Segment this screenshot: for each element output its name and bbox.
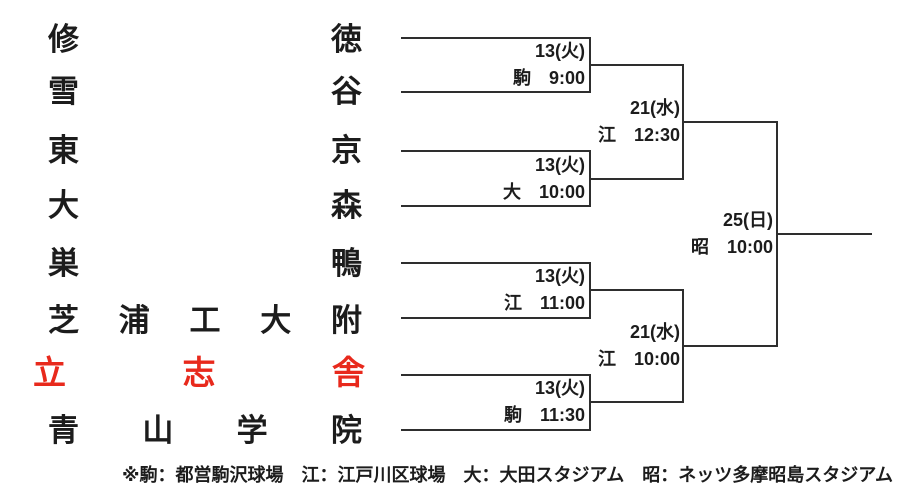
team-char: 京 [331,133,362,168]
team-name-6: 芝浦工大附 [48,303,362,339]
match-label-r1-1: 13(火) 駒 9:00 [405,38,585,92]
match-venue-time: 昭 10:00 [690,237,773,257]
match-date: 13(火) [534,155,585,175]
match-venue-time: 駒 11:30 [503,405,585,425]
bracket-line-v [776,121,778,347]
match-label-r1-4: 13(火) 駒 11:30 [405,375,585,429]
match-venue-time: 江 11:00 [503,293,585,313]
bracket-line-h [683,345,777,347]
team-char: 芝 [48,303,79,338]
team-char: 工 [189,303,221,338]
team-name-2: 雪谷 [48,74,362,110]
bracket-line-v [682,64,684,180]
team-char: 大 [48,188,79,223]
team-char: 志 [182,354,216,391]
match-date: 13(火) [534,378,585,398]
match-date: 13(火) [534,266,585,286]
team-name-7: 立志舎 [33,354,365,392]
bracket-line-h [401,91,590,93]
team-char: 東 [48,133,79,168]
bracket-line-h [590,401,683,403]
match-label-sf-2: 21(水) 江 10:00 [500,319,680,373]
bracket-line-h [401,205,590,207]
team-char: 修 [48,22,79,57]
match-label-sf-1: 21(水) 江 12:30 [500,95,680,149]
match-date: 21(水) [629,98,680,118]
team-char: 谷 [331,74,362,109]
team-char: 森 [331,188,362,223]
match-date: 25(日) [722,210,773,230]
team-char: 山 [142,413,174,448]
bracket-line-v [589,374,591,431]
team-char: 雪 [48,74,79,109]
team-name-1: 修徳 [48,22,362,58]
bracket-line-h [590,64,683,66]
team-name-4: 大森 [48,188,362,224]
bracket-line-h [683,121,777,123]
match-venue-time: 江 10:00 [597,349,680,369]
match-label-final: 25(日) 昭 10:00 [593,207,773,261]
team-char: 附 [331,303,362,338]
team-char: 徳 [331,22,362,57]
bracket-line-h [401,429,590,431]
team-char: 青 [48,413,79,448]
bracket-line-v [589,262,591,319]
bracket-line-v [589,37,591,93]
team-char: 鴨 [331,246,362,281]
match-venue-time: 大 10:00 [502,182,585,202]
bracket-line-h [401,262,590,264]
team-char: 浦 [118,303,150,338]
match-label-r1-3: 13(火) 江 11:00 [405,263,585,317]
team-name-3: 東京 [48,133,362,169]
bracket-line-v [682,289,684,403]
team-char: 立 [33,354,66,391]
team-char: 学 [236,413,268,448]
venue-legend: ※駒：都営駒沢球場 江：江戸川区球場 大：大田スタジアム 昭：ネッツ多摩昭島スタ… [122,465,893,485]
match-venue-time: 江 12:30 [597,125,680,145]
team-name-5: 巣鴨 [48,246,362,282]
team-char: 院 [330,413,362,448]
team-char: 大 [260,303,292,338]
match-label-r1-2: 13(火) 大 10:00 [405,152,585,206]
bracket-line-h [401,374,590,376]
team-char: 舎 [332,354,365,391]
bracket-line-h [401,317,590,319]
match-date: 21(水) [629,322,680,342]
match-date: 13(火) [534,41,585,61]
bracket-line-h [401,150,590,152]
bracket-line-h [777,233,872,235]
bracket-line-v [589,150,591,207]
match-venue-time: 駒 9:00 [512,68,585,88]
bracket-line-h [401,37,590,39]
bracket-line-h [590,178,683,180]
bracket-line-h [590,289,683,291]
team-char: 巣 [48,246,79,281]
team-name-8: 青山学院 [48,413,362,449]
